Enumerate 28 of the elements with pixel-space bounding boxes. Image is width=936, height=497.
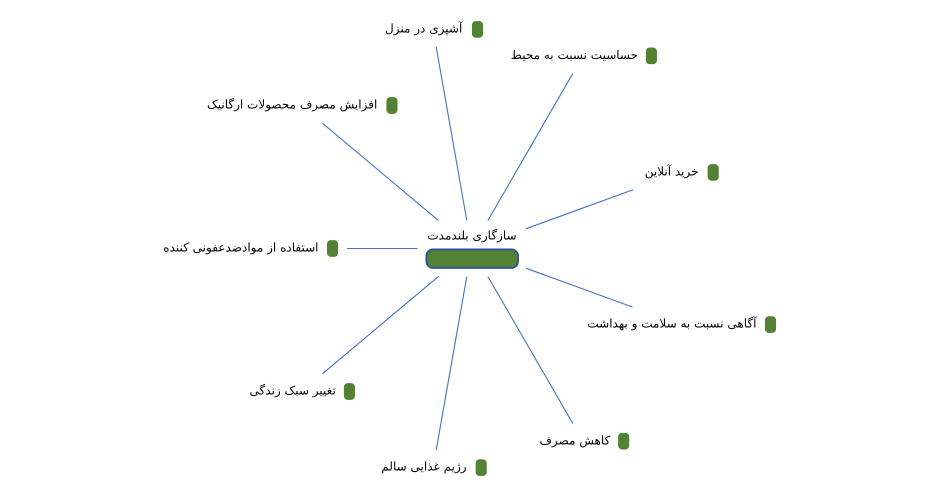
node-box (707, 164, 718, 181)
node-label: حساسیت نسبت به محیط (510, 48, 638, 62)
node-box (326, 240, 338, 257)
node-box (343, 383, 354, 400)
connector (486, 73, 573, 221)
node-label: آگاهی نسبت به سلامت و بهداشت (586, 316, 756, 331)
node-label: تغییر سبک زندگی (249, 384, 336, 398)
node-label: کاهش مصرف (538, 433, 610, 448)
node-box (645, 48, 656, 64)
node-label: استفاده از موادضدعفونی کننده (162, 240, 318, 255)
node-box (764, 316, 776, 333)
connector (322, 276, 438, 374)
node-label: سازگاری بلندمدت (426, 228, 516, 243)
node-label: خرید آنلاین (644, 164, 698, 179)
node-box (618, 432, 629, 450)
node-box (471, 21, 483, 38)
connector (346, 248, 418, 250)
node-box (475, 459, 486, 476)
connector (486, 276, 573, 424)
connector (525, 268, 632, 308)
node-label: آشپزی در منزل (384, 22, 462, 36)
node-label: رژیم غذایی سالم (380, 460, 466, 474)
connector (525, 189, 634, 230)
connector (435, 276, 467, 450)
node-box (386, 97, 398, 114)
connector (322, 122, 438, 221)
node-label: افزایش مصرف محصولات ارگانیک (206, 98, 377, 112)
connector (435, 46, 467, 220)
